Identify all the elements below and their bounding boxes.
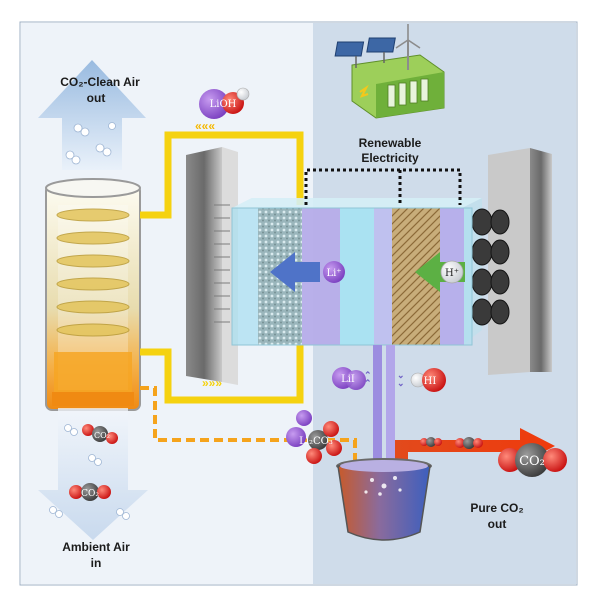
svg-text:⌃: ⌃ [364, 370, 372, 380]
ambient-co2-molecule-upper: CO₂ [82, 424, 118, 444]
svg-text:LiI: LiI [341, 374, 355, 385]
li-ion-ball [323, 261, 345, 283]
svg-text:CO₂: CO₂ [519, 454, 545, 469]
clean-air-up-arrow [38, 60, 146, 170]
li-ion-label: Li⁺ [326, 268, 341, 279]
ambient-air-molecules [49, 424, 130, 520]
large-co2-molecule: CO₂ [498, 443, 567, 477]
svg-text:⌄: ⌄ [397, 378, 405, 388]
carbon-cylinders [471, 208, 510, 326]
ambient-air-label-line2: in [91, 556, 102, 570]
electrical-wiring [304, 168, 462, 205]
lioh-molecule: LiOH [199, 87, 250, 119]
electrochemical-cell-stack [231, 198, 510, 346]
wind-turbine [395, 24, 421, 70]
hi-lii-vertical-pipes: ⌃ ⌃ ⌄ ⌄ [364, 345, 405, 477]
clean-air-out-label-line1: CO₂-Clean Air [60, 75, 140, 89]
pure-co2-arrow [395, 428, 555, 470]
left-electrode-plate [186, 147, 238, 385]
svg-text:⌃: ⌃ [364, 378, 372, 388]
absorption-column-icon [45, 178, 141, 411]
wind-solar-plant-icon [334, 24, 445, 119]
lii-molecule: LiI [332, 367, 366, 390]
h-ion-label: H⁺ [445, 268, 459, 279]
h-ion-ball [440, 260, 464, 284]
li2co3-molecule: Li₂CO₃ [286, 410, 342, 464]
stirred-tank-icon [336, 458, 432, 541]
solar-panels [334, 37, 396, 68]
svg-text:Li₂CO₃: Li₂CO₃ [299, 436, 333, 447]
renewable-label-line1: Renewable [359, 136, 422, 150]
ambient-air-arrow [38, 408, 148, 540]
pure-co2-label-line1: Pure CO₂ [470, 501, 523, 515]
svg-text:CO₂: CO₂ [81, 489, 99, 499]
li-ion-arrow [270, 252, 320, 292]
lioh-loop-pipe [140, 131, 304, 404]
svg-text:HI: HI [424, 376, 437, 387]
ambient-co2-molecule-lower: CO₂ [69, 483, 111, 501]
renewable-label-line2: Electricity [361, 151, 419, 165]
svg-text:⌄: ⌄ [397, 370, 405, 380]
clean-air-out-label-line2: out [87, 91, 106, 105]
ambient-air-label-line1: Ambient Air [62, 540, 130, 554]
svg-text:LiOH: LiOH [210, 99, 237, 110]
pure-co2-label-line2: out [488, 517, 507, 531]
svg-text:CO₂: CO₂ [94, 431, 110, 440]
top-return-chevrons: ««« [195, 119, 215, 133]
small-co2-molecules [420, 437, 483, 449]
hi-molecule: HI [410, 368, 446, 392]
clean-air-molecules [65, 122, 116, 165]
